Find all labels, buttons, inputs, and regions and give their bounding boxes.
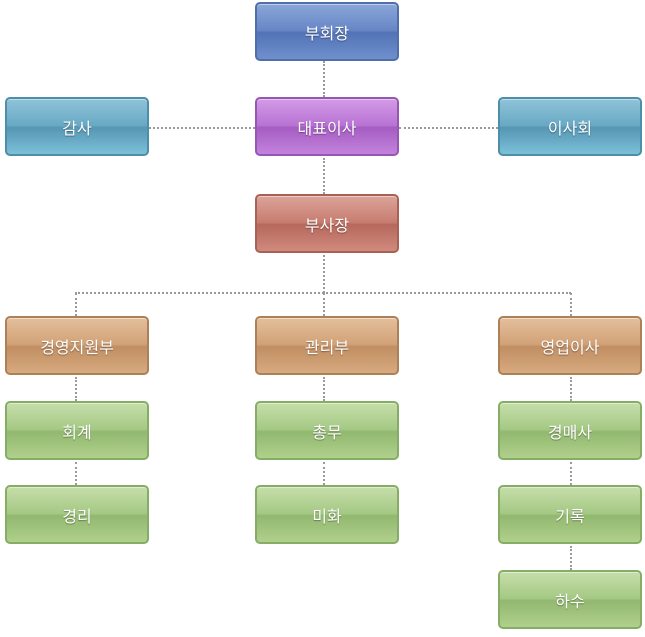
administration-box[interactable]: 관리부: [255, 316, 399, 375]
connector-sales-appraisal: [570, 377, 572, 401]
appraisal-label: 경매사: [547, 422, 593, 442]
accounting-label: 회계: [62, 422, 92, 442]
beautification-box[interactable]: 미화: [255, 485, 399, 544]
connector-ceo-vp: [323, 158, 325, 194]
unloading-label: 하수: [555, 591, 585, 611]
vice-president-label: 부사장: [304, 215, 350, 235]
connector-branch-sales: [570, 293, 572, 316]
connector-branch-management: [75, 293, 77, 316]
connector-vp-branch: [323, 255, 325, 293]
connector-accounting-finance: [75, 462, 77, 485]
connector-general-beautification: [323, 462, 325, 485]
connector-ceo-board: [399, 127, 498, 129]
board-label: 이사회: [547, 118, 593, 138]
connector-vice-chairman-ceo: [323, 61, 325, 97]
vice-chairman-label: 부회장: [304, 23, 350, 43]
sales-director-box[interactable]: 영업이사: [498, 316, 642, 375]
general-affairs-label: 총무: [312, 422, 342, 442]
connector-records-unloading: [570, 546, 572, 570]
connector-branch-administration: [323, 293, 325, 316]
finance-label: 경리: [62, 506, 92, 526]
unloading-box[interactable]: 하수: [498, 570, 642, 629]
board-box[interactable]: 이사회: [498, 97, 642, 156]
administration-label: 관리부: [304, 337, 350, 357]
general-affairs-box[interactable]: 총무: [255, 401, 399, 460]
auditor-box[interactable]: 감사: [5, 97, 149, 156]
accounting-box[interactable]: 회계: [5, 401, 149, 460]
records-label: 기록: [555, 506, 585, 526]
management-support-label: 경영지원부: [40, 337, 114, 357]
ceo-box[interactable]: 대표이사: [255, 97, 399, 156]
records-box[interactable]: 기록: [498, 485, 642, 544]
connector-auditor-ceo: [149, 127, 255, 129]
appraisal-box[interactable]: 경매사: [498, 401, 642, 460]
ceo-label: 대표이사: [297, 118, 357, 138]
connector-administration-general: [323, 377, 325, 401]
management-support-box[interactable]: 경영지원부: [5, 316, 149, 375]
auditor-label: 감사: [62, 118, 92, 138]
connector-appraisal-records: [570, 462, 572, 485]
connector-management-accounting: [75, 377, 77, 401]
vice-chairman-box[interactable]: 부회장: [255, 2, 399, 61]
finance-box[interactable]: 경리: [5, 485, 149, 544]
sales-director-label: 영업이사: [540, 337, 600, 357]
vice-president-box[interactable]: 부사장: [255, 194, 399, 253]
beautification-label: 미화: [312, 506, 342, 526]
